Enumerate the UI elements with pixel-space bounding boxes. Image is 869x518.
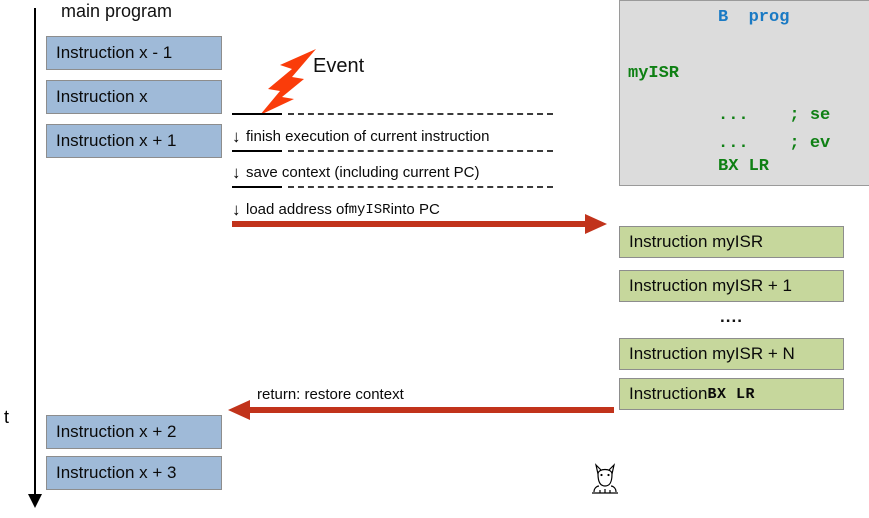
- instruction-box-x: Instruction x: [46, 80, 222, 114]
- isr-ellipsis: ....: [720, 307, 743, 326]
- step-separator-1-solid: [232, 113, 282, 115]
- step-separator-2-solid: [232, 150, 282, 152]
- main-program-title: main program: [61, 1, 173, 21]
- isr-instruction-box-1: Instruction myISR + 1: [619, 270, 844, 302]
- branch-to-isr-arrow-shaft: [232, 221, 587, 227]
- step-load-address: ↓ load address of myISR into PC: [232, 201, 440, 218]
- return-arrow-label: return: restore context: [257, 386, 404, 403]
- return-arrowhead-icon: [228, 400, 250, 420]
- down-arrow-icon: ↓: [232, 200, 241, 219]
- step-text-1: finish execution of current instruction: [246, 128, 490, 145]
- step-separator-3-dashed: [288, 186, 553, 188]
- isr-instruction-box-bx-lr: Instruction BX LR: [619, 378, 844, 410]
- isr-instruction-box-n: Instruction myISR + N: [619, 338, 844, 370]
- step-save-context: ↓ save context (including current PC): [232, 164, 479, 181]
- instruction-box-x-plus-1: Instruction x + 1: [46, 124, 222, 158]
- down-arrow-icon: ↓: [232, 163, 241, 182]
- time-axis-label: t: [4, 407, 10, 427]
- step-separator-1-dashed: [288, 113, 553, 115]
- instruction-box-x-minus-1: Instruction x - 1: [46, 36, 222, 70]
- code-line-myisr-label: myISR: [628, 64, 680, 83]
- branch-to-isr-arrowhead-icon: [585, 214, 607, 234]
- step-text-2: save context (including current PC): [246, 164, 480, 181]
- assembly-code-panel: B prog myISR ... ; se ... ; ev BX LR: [619, 0, 869, 186]
- return-arrow-shaft: [250, 407, 614, 413]
- time-axis-arrowhead-icon: [28, 494, 42, 508]
- time-axis-line: [34, 8, 36, 500]
- down-arrow-icon: ↓: [232, 127, 241, 146]
- isr-instruction-box-0: Instruction myISR: [619, 226, 844, 258]
- cat-doodle-icon: [592, 463, 618, 494]
- step-text-3-mono: myISR: [348, 201, 391, 218]
- instruction-box-x-plus-3: Instruction x + 3: [46, 456, 222, 490]
- step-finish-execution: ↓ finish execution of current instructio…: [232, 128, 489, 145]
- step-text-3: load address of: [246, 201, 349, 218]
- instruction-box-x-plus-2: Instruction x + 2: [46, 415, 222, 449]
- code-line-comment-2: ... ; ev: [718, 134, 831, 153]
- step-separator-3-solid: [232, 186, 282, 188]
- code-line-comment-1: ... ; se: [718, 106, 831, 125]
- event-label: Event: [313, 55, 365, 77]
- step-separator-2-dashed: [288, 150, 553, 152]
- isr-instruction-bx-lr-mnemonic: BX LR: [707, 385, 755, 403]
- isr-instruction-bx-lr-prefix: Instruction: [629, 384, 708, 403]
- code-line-bx-lr: BX LR: [718, 157, 770, 176]
- code-line-b-prog: B prog: [718, 8, 790, 27]
- lightning-bolt-icon: [260, 49, 316, 115]
- step-text-3-tail: into PC: [390, 201, 440, 218]
